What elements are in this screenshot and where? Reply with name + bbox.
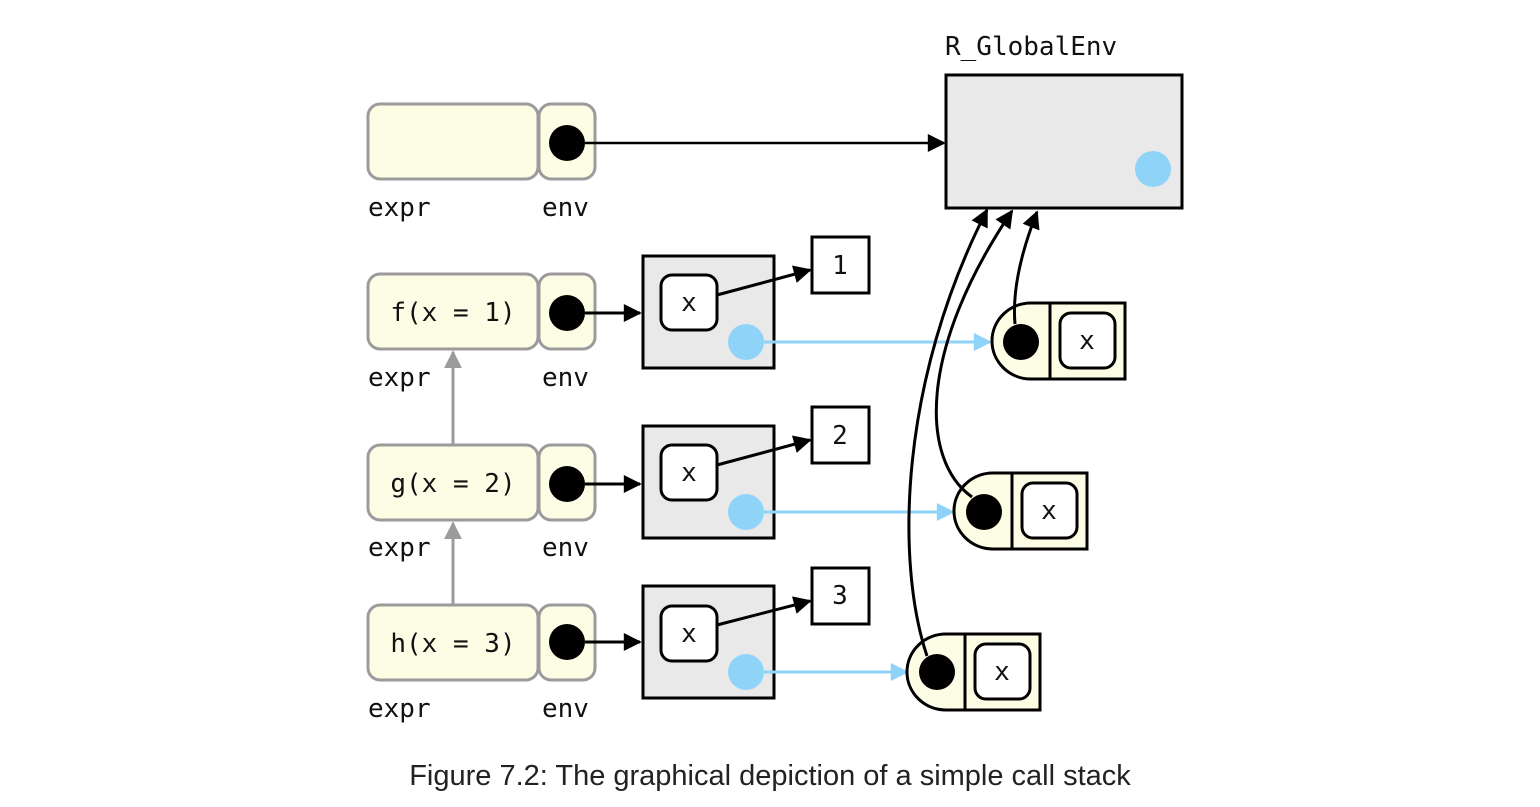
- frame-top-env-label: env: [542, 193, 589, 223]
- function-f: x: [990, 210, 1127, 381]
- function-f-enclosing-arrow: [1012, 210, 1040, 325]
- function-g-enclosing-arrow: [934, 209, 1014, 499]
- env-g-binding-arrow: [716, 435, 812, 467]
- function-h-arg: x: [994, 657, 1010, 687]
- frame-g-env-dot: [549, 466, 585, 502]
- frame-f-expr: f(x = 1): [390, 298, 515, 328]
- frame-h-expr: h(x = 3): [390, 629, 515, 659]
- env-g-binding: x: [681, 458, 697, 488]
- function-h: x: [905, 208, 1042, 712]
- function-f-arg-box: [1058, 311, 1117, 370]
- function-h-env-dot: [919, 654, 955, 690]
- env-h-binding-arrow: [716, 596, 812, 627]
- function-f-env-dot: [1003, 324, 1039, 360]
- env-g-binding-box: [659, 443, 719, 502]
- frame-g-expr: g(x = 2): [390, 469, 515, 499]
- env-h-parent-dot: [728, 654, 764, 690]
- frame-f-env-dot: [549, 295, 585, 331]
- env-g: x 2: [641, 405, 955, 540]
- frame-h-env-label: env: [542, 694, 589, 724]
- frame-f: f(x = 1) expr env: [366, 272, 642, 393]
- function-h-enclosing-arrow: [907, 208, 989, 657]
- env-g-parent-dot: [728, 494, 764, 530]
- function-g: x: [934, 209, 1089, 551]
- frame-top: expr env: [366, 102, 946, 223]
- function-g-arg: x: [1041, 496, 1057, 526]
- frame-f-expr-label: expr: [368, 363, 431, 393]
- function-f-arg: x: [1079, 326, 1095, 356]
- global-env: R_GlobalEnv: [944, 32, 1184, 210]
- frame-h-expr-label: expr: [368, 694, 431, 724]
- env-f: x 1: [641, 235, 992, 370]
- env-h-binding-box: [659, 604, 719, 663]
- env-h-binding: x: [681, 619, 697, 649]
- function-h-arg-box: [973, 642, 1032, 701]
- env-f-binding: x: [681, 288, 697, 318]
- global-env-parent-dot: [1135, 151, 1171, 187]
- env-f-parent-dot: [728, 324, 764, 360]
- env-h-value: 3: [832, 581, 848, 611]
- env-f-binding-box: [659, 273, 719, 332]
- env-h-value-box: [810, 566, 871, 626]
- env-f-value: 1: [832, 251, 848, 281]
- frame-h-env-dot: [549, 624, 585, 660]
- env-f-binding-arrow: [716, 265, 812, 297]
- frame-g-expr-label: expr: [368, 533, 431, 563]
- env-g-value-box: [810, 405, 871, 465]
- figure-caption: Figure 7.2: The graphical depiction of a…: [409, 760, 1131, 792]
- function-g-env-dot: [966, 494, 1002, 530]
- frame-g: g(x = 2) expr env: [366, 443, 642, 563]
- env-f-value-box: [810, 235, 871, 295]
- frame-top-expr-box: [366, 102, 540, 181]
- function-g-arg-box: [1020, 481, 1079, 540]
- frame-f-env-label: env: [542, 363, 589, 393]
- global-env-label: R_GlobalEnv: [945, 32, 1117, 62]
- frame-top-env-dot: [549, 125, 585, 161]
- frame-top-expr-label: expr: [368, 193, 431, 223]
- frame-g-env-label: env: [542, 533, 589, 563]
- env-h: x 3: [641, 566, 909, 700]
- global-env-box: [944, 73, 1184, 210]
- frame-h: h(x = 3) expr env: [366, 603, 642, 724]
- env-g-value: 2: [832, 421, 848, 451]
